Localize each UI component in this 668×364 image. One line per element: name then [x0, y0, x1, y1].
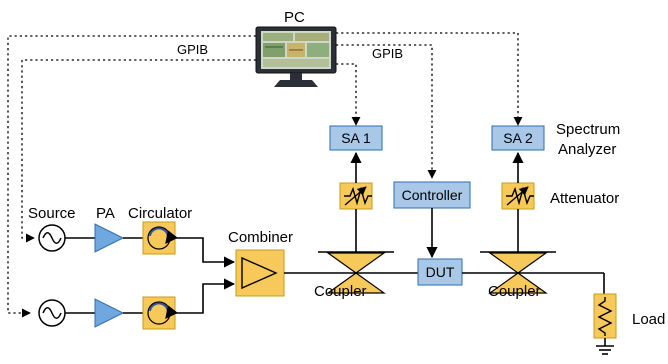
combiner-amplifier-icon: [241, 256, 278, 290]
controller-box: Controller: [393, 181, 471, 209]
monitor-stand: [274, 80, 318, 87]
circulator-2: [142, 296, 178, 330]
gpib-line-to-sa2: [336, 32, 523, 126]
resistor-icon: [597, 297, 613, 336]
pa-2-amplifier-icon: [94, 298, 125, 328]
monitor-neck: [290, 73, 302, 81]
circ2-to-combiner: [175, 278, 236, 314]
sa1-label: SA 1: [341, 130, 371, 146]
screen-content-icon: [263, 33, 329, 67]
load-label: Load: [632, 311, 665, 328]
circulator-label: Circulator: [128, 205, 192, 222]
circulation-arrow-icon: [149, 227, 178, 244]
spectrum-analyzer-label-2: Analyzer: [558, 141, 616, 158]
pa-1-amplifier-icon: [94, 223, 125, 253]
attenuator-1: [339, 182, 373, 210]
load: [593, 293, 617, 339]
sa2-label: SA 2: [503, 130, 533, 146]
resistor-icon: [344, 186, 372, 206]
spectrum-analyzer-label-1: Spectrum: [556, 121, 620, 138]
circ1-to-combiner: [175, 237, 236, 268]
pa-label: PA: [96, 205, 115, 222]
coupler-2: [480, 251, 556, 294]
sine-icon: [42, 232, 62, 244]
coupler-right-label: Coupler: [488, 283, 541, 300]
gpib-label-mid: GPIB: [372, 46, 403, 61]
attenuator-2: [501, 182, 535, 210]
gpib-line-to-source1: [21, 59, 256, 243]
dut-label: DUT: [426, 264, 455, 280]
coupler-left-label: Coupler: [314, 283, 367, 300]
gpib-line-to-source2: [7, 35, 256, 318]
pc-label: PC: [284, 9, 305, 26]
circulation-arrow-icon: [149, 302, 178, 319]
resistor-icon: [506, 186, 534, 206]
combiner-label: Combiner: [228, 229, 293, 246]
sa2-box: SA 2: [491, 125, 545, 151]
gpib-lines: GPIB GPIB: [7, 32, 523, 318]
dut-box: DUT: [417, 258, 463, 286]
source-1: [38, 224, 66, 252]
sa1-box: SA 1: [329, 125, 383, 151]
gpib-line-to-sa1: [336, 63, 361, 126]
circulator-1: [142, 221, 178, 255]
source-2: [38, 299, 66, 327]
combiner: [235, 249, 285, 297]
controller-label: Controller: [402, 187, 463, 203]
attenuator-label: Attenuator: [550, 190, 619, 207]
ground-icon: [596, 345, 614, 355]
sine-icon: [42, 307, 62, 319]
gpib-label-left: GPIB: [177, 42, 208, 57]
coupler-1: [318, 251, 418, 294]
gpib-line-to-controller: [336, 44, 437, 179]
source-label: Source: [28, 205, 76, 222]
variable-arrow-icon: [506, 186, 529, 206]
pc-monitor: PC: [255, 9, 337, 87]
variable-arrow-icon: [344, 186, 367, 206]
